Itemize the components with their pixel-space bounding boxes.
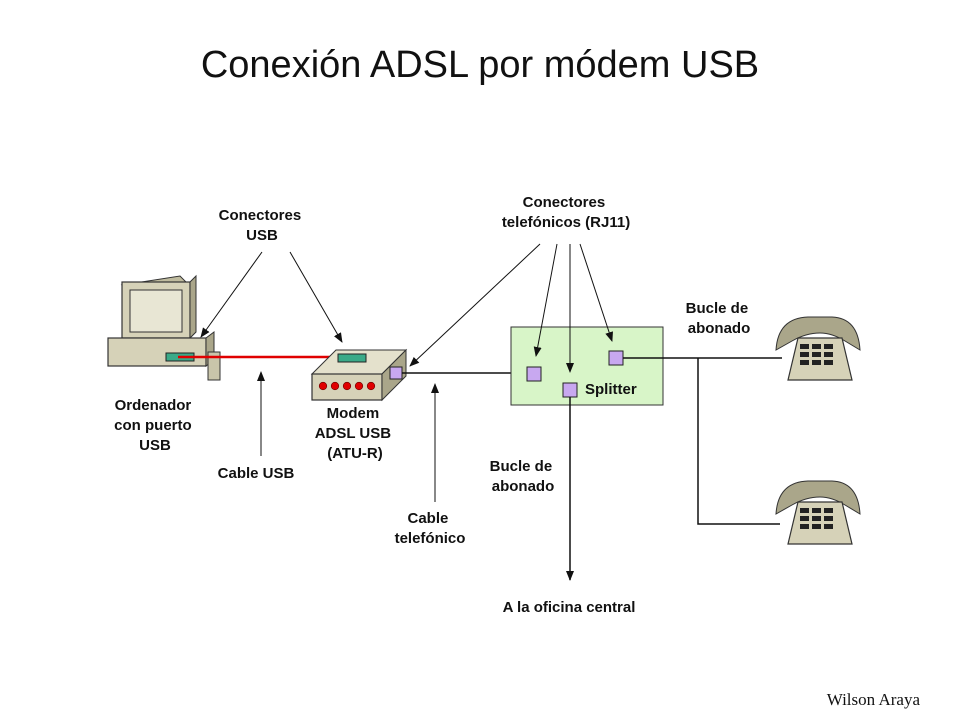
rj11-connector-arrow <box>579 243 613 342</box>
usb-connector-arrow <box>200 251 263 338</box>
rj11-connector-arrow <box>533 243 558 357</box>
modem-label: Modem ADSL USB (ATU-R) <box>315 405 396 462</box>
splitter-box: Splitter <box>510 326 664 406</box>
modem-led <box>354 381 364 391</box>
modem-rj11-connector <box>389 366 403 380</box>
usb-connectors-label: Conectores USB <box>219 207 306 244</box>
phone-line-bottom <box>697 358 780 525</box>
modem-led <box>342 381 352 391</box>
subscriber-loop-label: Bucle de abonado <box>686 300 753 337</box>
usb-cable-label: Cable USB <box>218 465 295 482</box>
subscriber-loop-label: Bucle de abonado <box>490 458 557 495</box>
telephone-icon <box>775 480 861 545</box>
splitter-line-connector <box>562 382 578 398</box>
modem-led <box>330 381 340 391</box>
page-title: Conexión ADSL por módem USB <box>200 44 760 86</box>
telephone-icon <box>775 316 861 381</box>
splitter-phone-connector <box>608 350 624 366</box>
author-footer: Wilson Araya <box>826 690 920 709</box>
computer-icon <box>107 274 221 381</box>
phone-cable-label: Cable telefónico <box>395 510 466 547</box>
central-office-label: A la oficina central <box>503 599 636 616</box>
rj11-connector-arrow <box>409 243 541 367</box>
modem-icon <box>310 348 408 402</box>
splitter-modem-connector <box>526 366 542 382</box>
modem-led <box>318 381 328 391</box>
splitter-label: Splitter <box>585 381 637 398</box>
modem-usb-port <box>337 353 367 363</box>
computer-label: Ordenador con puerto USB <box>114 397 196 454</box>
modem-led <box>366 381 376 391</box>
rj11-connectors-label: Conectores telefónicos (RJ11) <box>502 194 630 231</box>
usb-connector-arrow <box>289 251 343 343</box>
